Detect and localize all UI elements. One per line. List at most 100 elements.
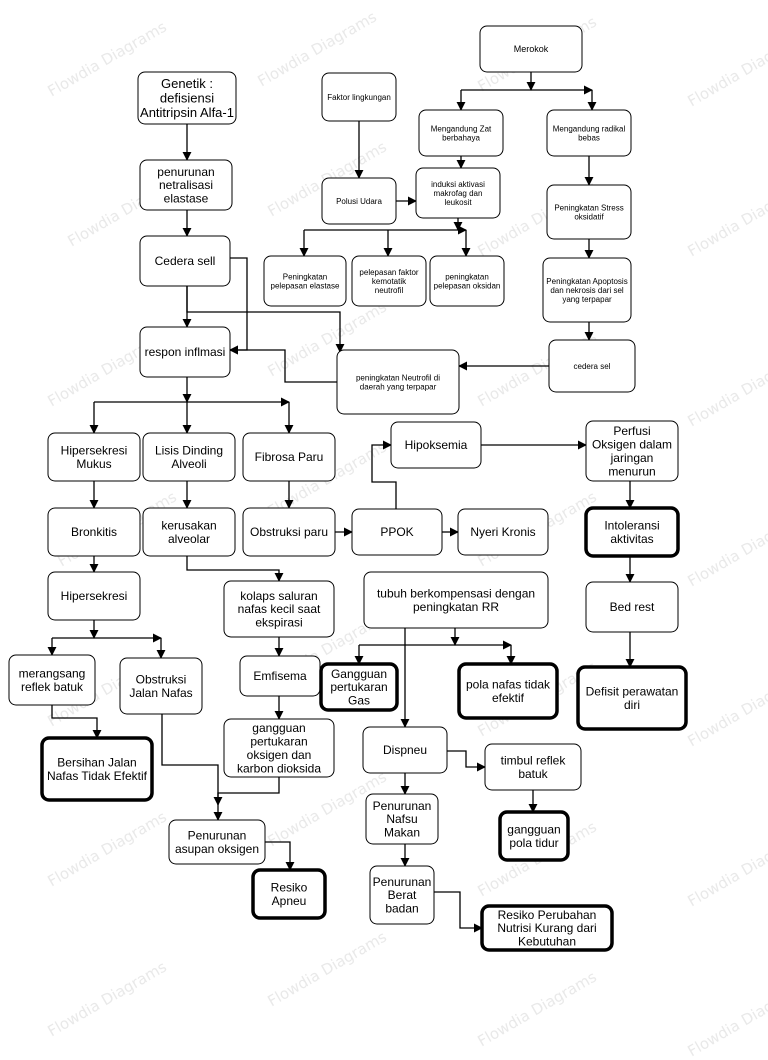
node-respon-inflamasi: respon inflmasi xyxy=(139,326,231,378)
node-label: elastase xyxy=(164,192,209,206)
node-label: Nafas Tidak Efektif xyxy=(47,769,148,783)
node-label: yang terpapar xyxy=(562,295,612,304)
node-label: netralisasi xyxy=(159,178,213,192)
node-label: Dispneu xyxy=(383,743,427,757)
node-label: oksidatif xyxy=(574,212,604,221)
node-label: Perfusi xyxy=(613,424,650,438)
node-box xyxy=(576,665,688,731)
connector-arrow xyxy=(447,750,486,772)
connector-arrow xyxy=(161,714,223,806)
node-box xyxy=(363,571,549,629)
node-label: Obstruksi paru xyxy=(250,525,328,539)
node-label: Kebutuhan xyxy=(518,935,576,949)
node-box xyxy=(585,420,679,482)
node-label: Mukus xyxy=(76,457,111,471)
connector-arrow xyxy=(265,841,295,871)
node-label: Intoleransi xyxy=(604,518,659,532)
node-box xyxy=(47,571,141,621)
node-label: Merokok xyxy=(514,44,549,54)
node-label: Makan xyxy=(384,826,420,840)
node-polusi-udara: Polusi Udara xyxy=(321,177,397,225)
node-label: gangguan xyxy=(507,822,560,836)
node-label: induksi aktivasi xyxy=(431,180,485,189)
node-box xyxy=(8,654,96,706)
node-label: Oksigen dalam xyxy=(592,437,672,451)
connector-arrow xyxy=(186,286,345,353)
node-label: neutrofil xyxy=(375,286,404,295)
node-box xyxy=(457,662,559,720)
node-label: menurun xyxy=(608,464,655,478)
node-bed-rest: Bed rest xyxy=(585,581,679,633)
node-cedera-sell: Cedera sell xyxy=(139,235,231,287)
connector-arrow xyxy=(213,777,280,821)
node-label: leukosit xyxy=(444,198,472,207)
node-box xyxy=(263,255,347,307)
node-box xyxy=(585,581,679,633)
node-box xyxy=(484,743,582,791)
node-label: Peningkatan Apoptosis xyxy=(546,277,627,286)
node-label: batuk xyxy=(518,767,548,781)
node-label: Cedera sell xyxy=(155,254,216,268)
node-label: reflek batuk xyxy=(21,680,84,694)
node-label: peningkatan xyxy=(445,272,489,281)
node-label: karbon dioksida xyxy=(237,761,321,775)
node-box xyxy=(351,255,427,307)
node-label: cedera sel xyxy=(574,362,611,371)
node-box xyxy=(480,904,614,952)
node-box xyxy=(351,508,443,556)
node-obstruksi-paru: Obstruksi paru xyxy=(242,507,336,557)
node-label: jaringan xyxy=(610,451,654,465)
node-label: peningkatan RR xyxy=(413,600,499,614)
node-box xyxy=(418,109,504,157)
node-label: ekspirasi xyxy=(255,616,302,630)
node-hipoksemia: Hipoksemia xyxy=(390,421,482,469)
node-label: defisiensi xyxy=(160,91,214,106)
node-box xyxy=(584,506,680,558)
node-box xyxy=(546,109,632,157)
node-label: respon inflmasi xyxy=(145,345,226,359)
node-label: berbahaya xyxy=(442,133,480,142)
node-label: Polusi Udara xyxy=(336,197,382,206)
node-label: Mengandung Zat xyxy=(431,124,492,133)
node-label: PPOK xyxy=(380,525,413,539)
node-label: Gangguan xyxy=(331,667,387,681)
node-box xyxy=(139,159,233,211)
node-label: Fibrosa Paru xyxy=(255,450,324,464)
node-label: bebas xyxy=(578,133,600,142)
node-box xyxy=(168,819,266,865)
node-label: kemotatik xyxy=(372,277,407,286)
node-box xyxy=(415,167,501,219)
node-box xyxy=(336,349,460,415)
node-label: Emfisema xyxy=(253,669,307,683)
node-label: Hipersekresi xyxy=(61,443,128,457)
node-label: pertukaran xyxy=(330,680,387,694)
node-box xyxy=(223,718,335,778)
node-merokok: Merokok xyxy=(479,25,583,73)
node-label: Penurunan xyxy=(373,875,432,889)
node-box xyxy=(546,184,632,240)
node-box xyxy=(390,421,482,469)
node-label: Bersihan Jalan xyxy=(57,755,136,769)
node-label: Hipersekresi xyxy=(61,589,128,603)
node-label: Gas xyxy=(348,694,370,708)
node-fibrosa-paru: Fibrosa Paru xyxy=(242,432,336,482)
node-box xyxy=(251,868,327,920)
node-label: pola tidur xyxy=(509,836,558,850)
